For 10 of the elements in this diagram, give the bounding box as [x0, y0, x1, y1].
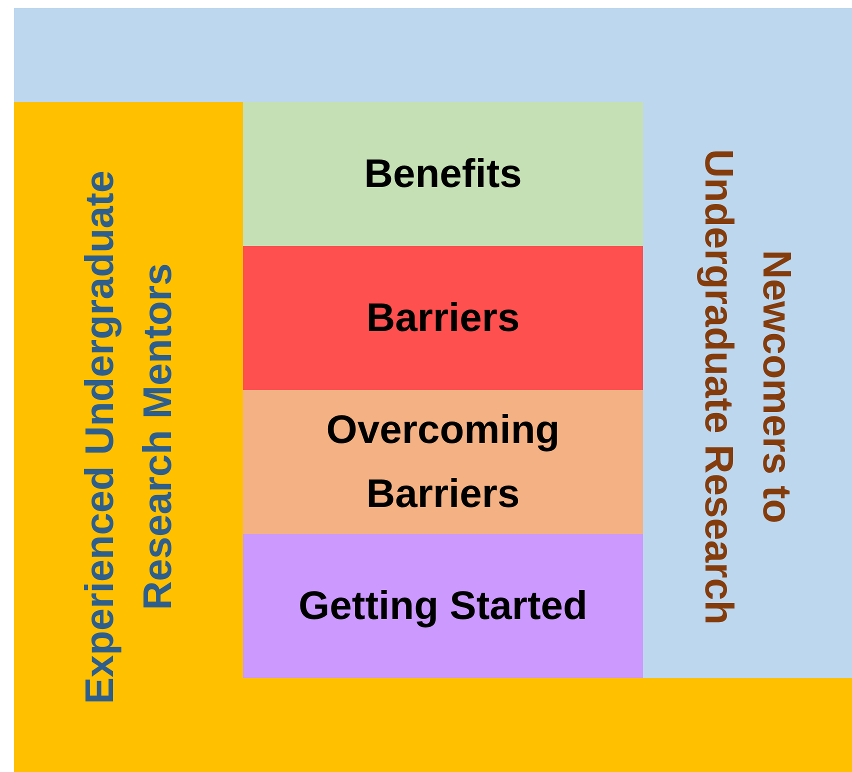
- section-label: Getting Started: [298, 583, 588, 630]
- section-box: [243, 390, 643, 534]
- section-box: [243, 102, 643, 246]
- band-label: Experienced Undergraduate Research Mentors: [76, 169, 180, 706]
- section-label: Overcoming Barriers: [325, 407, 561, 518]
- section-box: [243, 246, 643, 390]
- band-label: Newcomers to Undergraduate Research: [696, 148, 800, 627]
- section-box: [243, 534, 643, 678]
- section-label: Barriers: [366, 295, 520, 342]
- section-label: Benefits: [364, 151, 522, 198]
